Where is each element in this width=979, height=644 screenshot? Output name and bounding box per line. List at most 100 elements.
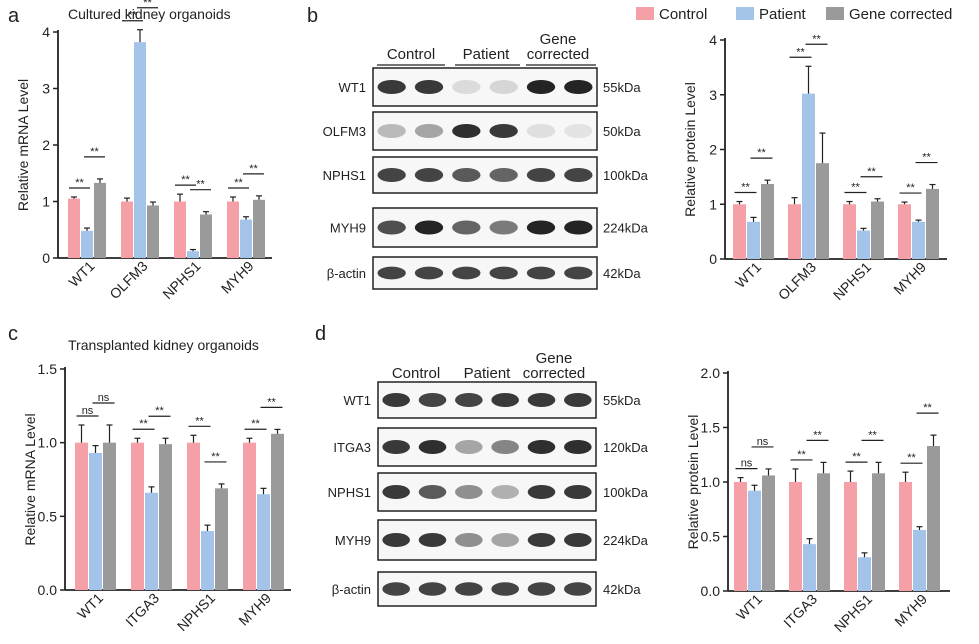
panel-letter-b: b (307, 5, 318, 27)
molecular-weight-label: 50kDa (603, 124, 641, 139)
blot-band (527, 533, 556, 547)
bar (68, 198, 80, 258)
bar (145, 492, 158, 590)
x-tick-label: WT1 (74, 590, 106, 622)
y-tick-label: 1.0 (38, 435, 58, 451)
lane-group-label: Control (392, 365, 440, 382)
y-tick-label: 0.5 (38, 508, 58, 524)
bar (899, 482, 912, 591)
blot-band (564, 124, 593, 138)
blot-band (452, 168, 481, 182)
blot-band (455, 533, 483, 547)
molecular-weight-label: 55kDa (603, 80, 641, 95)
blot-band (377, 80, 406, 94)
y-tick-label: 4 (42, 24, 50, 40)
significance-label: ** (90, 146, 99, 158)
significance-label: ** (181, 174, 190, 186)
blot-band (418, 485, 447, 499)
legend-swatch-control (636, 7, 654, 20)
blot-strip (377, 472, 597, 512)
blot-band (414, 168, 444, 182)
blot-strip (372, 207, 598, 248)
blot-band (564, 220, 593, 235)
bar (240, 219, 252, 258)
significance-label: ** (251, 418, 260, 430)
bar (121, 201, 133, 258)
bar (844, 482, 857, 591)
bar (871, 201, 884, 259)
blot-strip (377, 519, 597, 561)
y-axis-label: Relative mRNA Level (15, 79, 31, 211)
protein-label: MYH9 (330, 221, 366, 236)
y-tick-label: 1.5 (38, 361, 58, 377)
bar (843, 204, 856, 259)
blot-strip (377, 427, 597, 467)
blot-band (564, 168, 593, 182)
legend: Control Patient Gene corrected (636, 6, 952, 23)
bar (872, 473, 885, 591)
blot-band (452, 124, 481, 138)
bar (733, 204, 746, 259)
x-tick-label: NPHS1 (831, 591, 875, 635)
significance-label: ** (796, 46, 805, 58)
bar (858, 557, 871, 591)
y-tick-label: 0.5 (701, 529, 721, 545)
significance-label: ** (797, 449, 806, 461)
blot-band (418, 533, 447, 547)
significance-label: ** (143, 0, 152, 9)
panel-a-subtitle: Cultured kidney organoids (68, 6, 231, 22)
y-tick-label: 1 (42, 194, 50, 210)
y-tick-label: 1 (709, 196, 717, 212)
bar (747, 221, 760, 259)
blot-band (491, 485, 519, 499)
significance-label: ** (196, 179, 205, 191)
x-tick-label: MYH9 (890, 259, 929, 298)
x-tick-label: NPHS1 (159, 258, 203, 302)
significance-label: ** (139, 418, 148, 430)
bar (253, 199, 265, 258)
y-tick-label: 1.5 (701, 420, 721, 436)
y-tick-label: 1.0 (701, 474, 721, 490)
bar (81, 230, 93, 258)
protein-label: ITGA3 (333, 440, 371, 455)
bar (926, 188, 939, 259)
x-tick-label: ITGA3 (780, 591, 820, 631)
blot-band (527, 582, 556, 596)
blot-band (452, 266, 481, 280)
protein-label: NPHS1 (323, 168, 366, 183)
significance-label: ** (267, 396, 276, 408)
y-tick-label: 2 (42, 137, 50, 153)
protein-label: β-actin (332, 582, 371, 597)
x-tick-label: NPHS1 (830, 259, 874, 303)
blot-band (377, 220, 406, 235)
significance-label: ** (195, 415, 204, 427)
significance-label: ** (234, 177, 243, 189)
blot-band (564, 80, 593, 94)
blot-band (377, 168, 406, 182)
y-tick-label: 2 (709, 142, 717, 158)
bar (147, 205, 159, 258)
blot-band (418, 393, 447, 407)
blot-band (382, 533, 410, 547)
blot-band (414, 220, 444, 235)
blot-band (491, 533, 519, 547)
panel-letter-d: d (315, 323, 326, 345)
blot-band (455, 393, 483, 407)
x-tick-label: NPHS1 (174, 590, 218, 634)
y-axis-label: Relative protein Level (682, 82, 698, 217)
y-tick-label: 2.0 (701, 365, 721, 381)
legend-label-gene-corrected: Gene corrected (849, 6, 952, 23)
bar (75, 442, 88, 590)
blot-band (489, 168, 518, 182)
protein-label: NPHS1 (328, 485, 371, 500)
x-tick-label: MYH9 (891, 591, 930, 630)
x-tick-label: ITGA3 (122, 590, 162, 630)
bar (243, 442, 256, 590)
lane-group-label: corrected (527, 46, 590, 63)
blot-band (564, 582, 592, 596)
bar (103, 442, 116, 590)
blot-band (382, 440, 410, 454)
